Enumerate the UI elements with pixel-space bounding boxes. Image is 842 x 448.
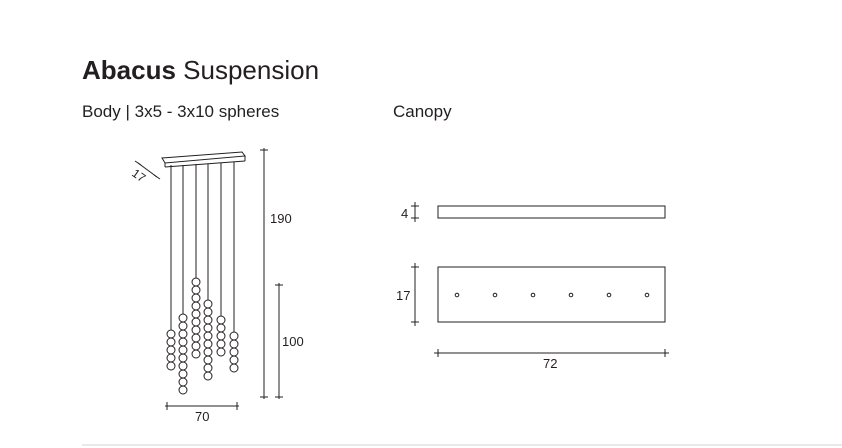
body-canopy-plate (161, 151, 246, 168)
sphere (178, 377, 188, 387)
sphere (191, 333, 201, 343)
canopy-thickness-label: 4 (401, 206, 408, 221)
sphere (203, 347, 213, 357)
sphere (216, 339, 226, 349)
page-title: Abacus Suspension (82, 54, 319, 86)
sphere (216, 347, 226, 357)
sphere (166, 329, 176, 339)
pendants-group (166, 162, 239, 395)
canopy-side-view (437, 205, 666, 219)
sphere (191, 277, 201, 287)
sphere (178, 361, 188, 371)
sphere (191, 301, 201, 311)
canopy-hole (530, 292, 536, 298)
canopy-top-view (437, 266, 666, 323)
sphere (191, 293, 201, 303)
sphere (203, 355, 213, 365)
canopy-holes-group (454, 292, 650, 298)
sphere (178, 369, 188, 379)
sphere (191, 341, 201, 351)
body-section-label: Body | 3x5 - 3x10 spheres (82, 102, 280, 121)
sphere (178, 329, 188, 339)
sphere (203, 371, 213, 381)
sphere (229, 339, 239, 349)
total-height-label: 190 (270, 211, 292, 226)
canopy-length-dimension (434, 349, 669, 357)
sphere (203, 299, 213, 309)
sphere (216, 331, 226, 341)
canopy-depth-dimension (411, 263, 419, 326)
sphere (191, 325, 201, 335)
sphere (216, 323, 226, 333)
sphere (229, 355, 239, 365)
canopy-hole (454, 292, 460, 298)
sphere (203, 339, 213, 349)
sphere (203, 363, 213, 373)
sphere (178, 321, 188, 331)
sphere (216, 315, 226, 325)
footer-divider (82, 444, 842, 446)
sphere (203, 331, 213, 341)
sphere (166, 361, 176, 371)
canopy-hole (606, 292, 612, 298)
canopy-depth-dimension-small (134, 160, 161, 180)
sphere (191, 285, 201, 295)
body-width-dimension (165, 402, 239, 410)
canopy-hole (568, 292, 574, 298)
canopy-section-label: Canopy (393, 102, 452, 121)
sphere (191, 309, 201, 319)
canopy-hole (492, 292, 498, 298)
sphere (166, 337, 176, 347)
product-type: Suspension (183, 55, 320, 85)
sphere (191, 317, 201, 327)
sphere (229, 331, 239, 341)
canopy-hole (644, 292, 650, 298)
sphere (178, 345, 188, 355)
product-name: Abacus (82, 55, 176, 85)
sphere (203, 315, 213, 325)
sphere (229, 363, 239, 373)
body-width-label: 70 (195, 409, 209, 424)
sphere (203, 323, 213, 333)
canopy-length-label: 72 (543, 356, 557, 371)
canopy-depth-label: 17 (396, 288, 410, 303)
canopy-thickness-dimension (411, 202, 419, 222)
sphere (178, 385, 188, 395)
sphere (229, 347, 239, 357)
cable-height-dimension (275, 283, 283, 399)
sphere (178, 337, 188, 347)
sphere (178, 313, 188, 323)
total-height-dimension (260, 148, 268, 399)
sphere (178, 353, 188, 363)
sphere (191, 349, 201, 359)
sphere (166, 353, 176, 363)
cable-height-label: 100 (282, 334, 304, 349)
sphere (166, 345, 176, 355)
sphere (203, 307, 213, 317)
